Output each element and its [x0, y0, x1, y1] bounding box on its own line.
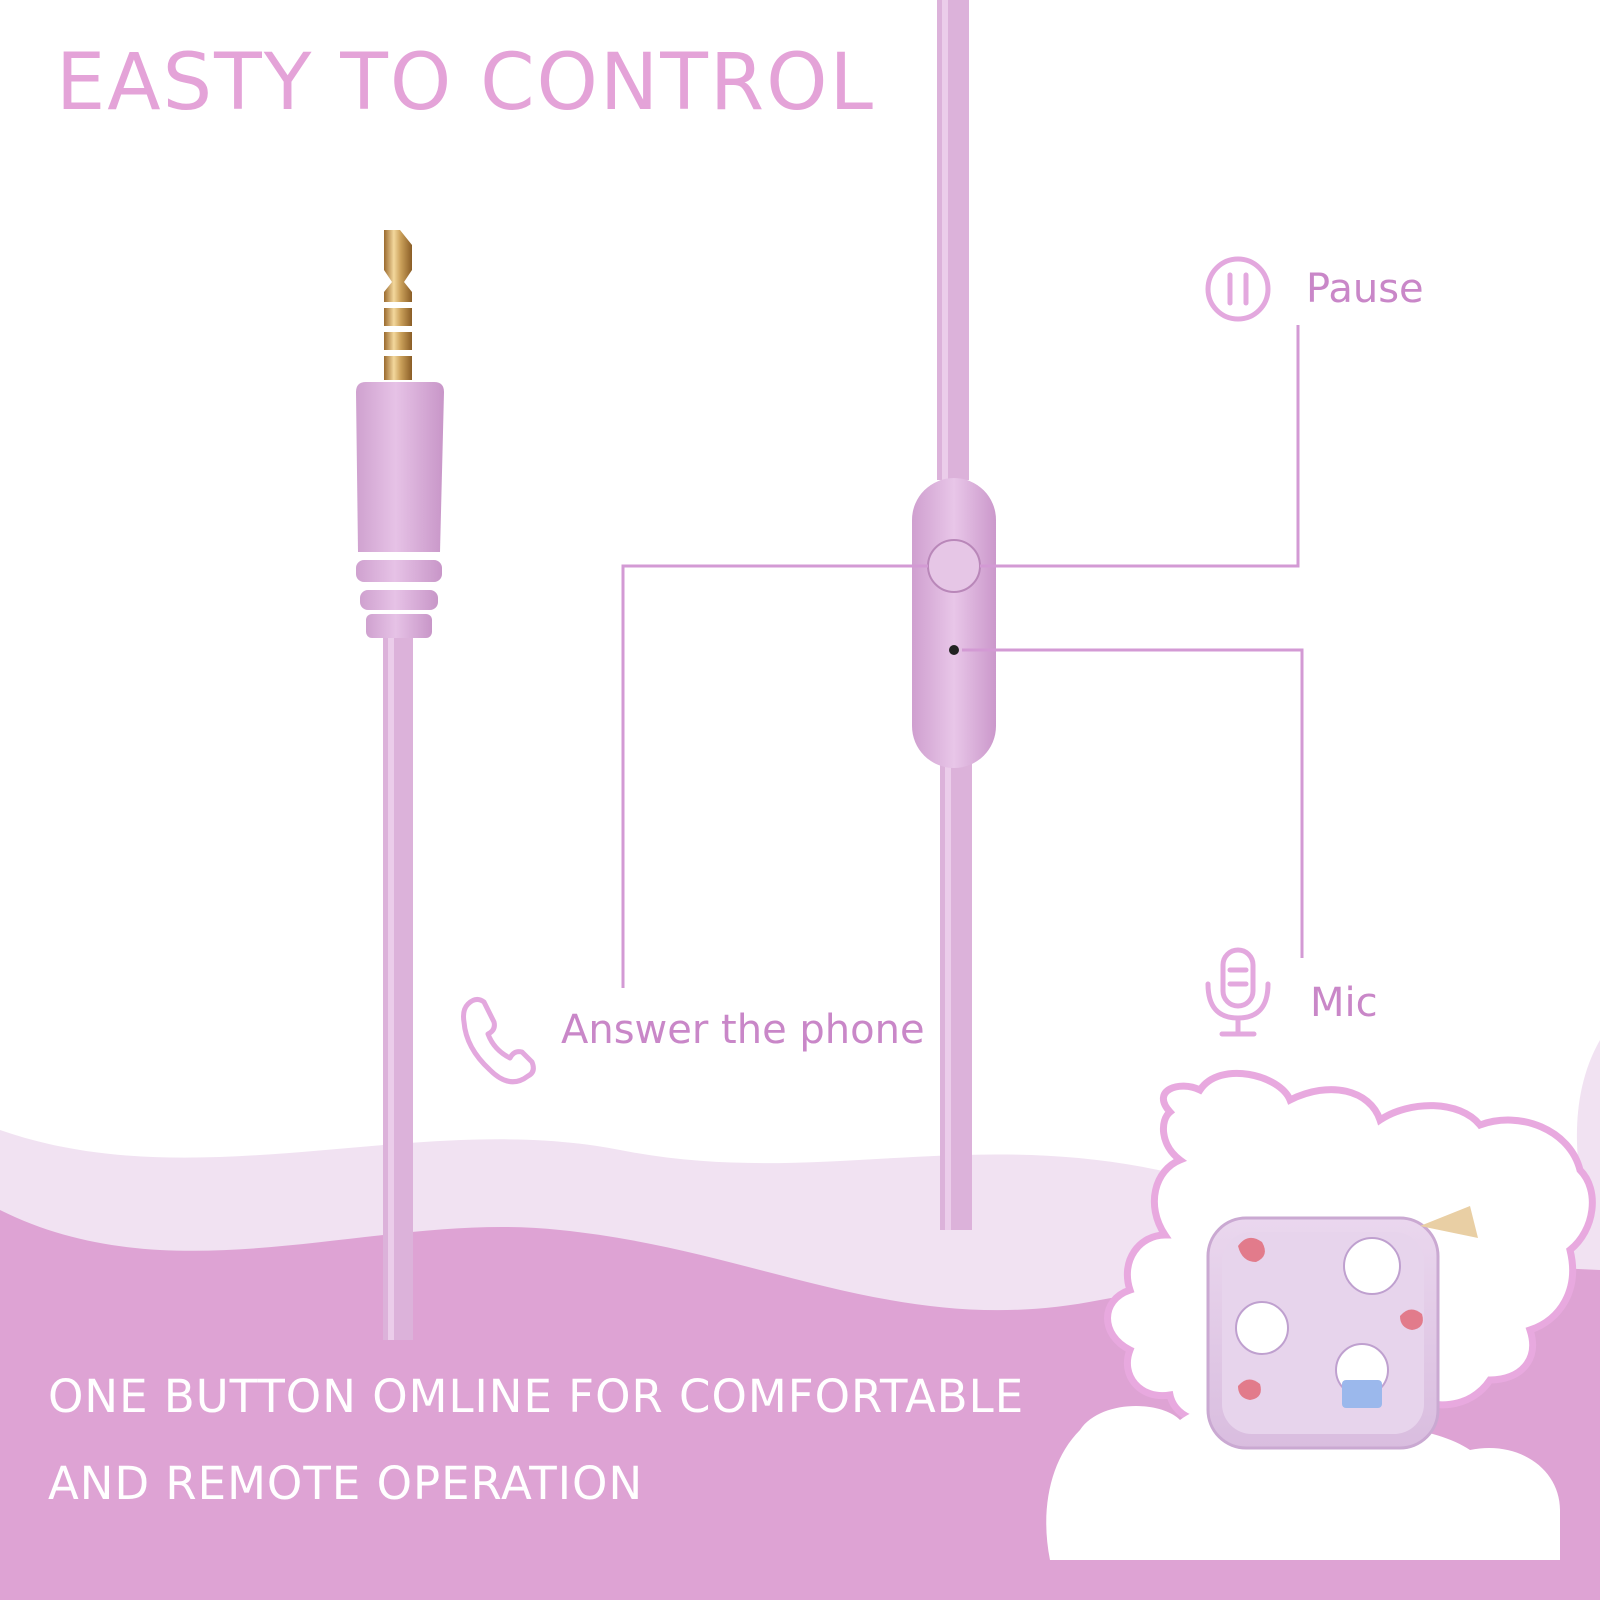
mic-callout: [962, 648, 1304, 958]
storage-case: [1046, 1069, 1596, 1560]
pause-icon: [1205, 256, 1271, 322]
caption-line-2: AND REMOTE OPERATION: [48, 1457, 644, 1510]
pause-label: Pause: [1306, 266, 1424, 312]
caption-line-1: ONE BUTTON OMLINE FOR COMFORTABLE: [48, 1370, 1025, 1423]
headphone-plug: [356, 230, 444, 1340]
mic-label: Mic: [1310, 980, 1378, 1026]
pause-callout: [980, 325, 1300, 568]
inline-remote: [912, 0, 996, 1230]
page-title: EASTY TO CONTROL: [56, 38, 875, 128]
answer-callout: [621, 564, 928, 988]
phone-icon: [461, 996, 536, 1085]
callout-lines: [621, 325, 1304, 988]
microphone-icon: [1205, 947, 1271, 1037]
answer-label: Answer the phone: [561, 1007, 925, 1053]
